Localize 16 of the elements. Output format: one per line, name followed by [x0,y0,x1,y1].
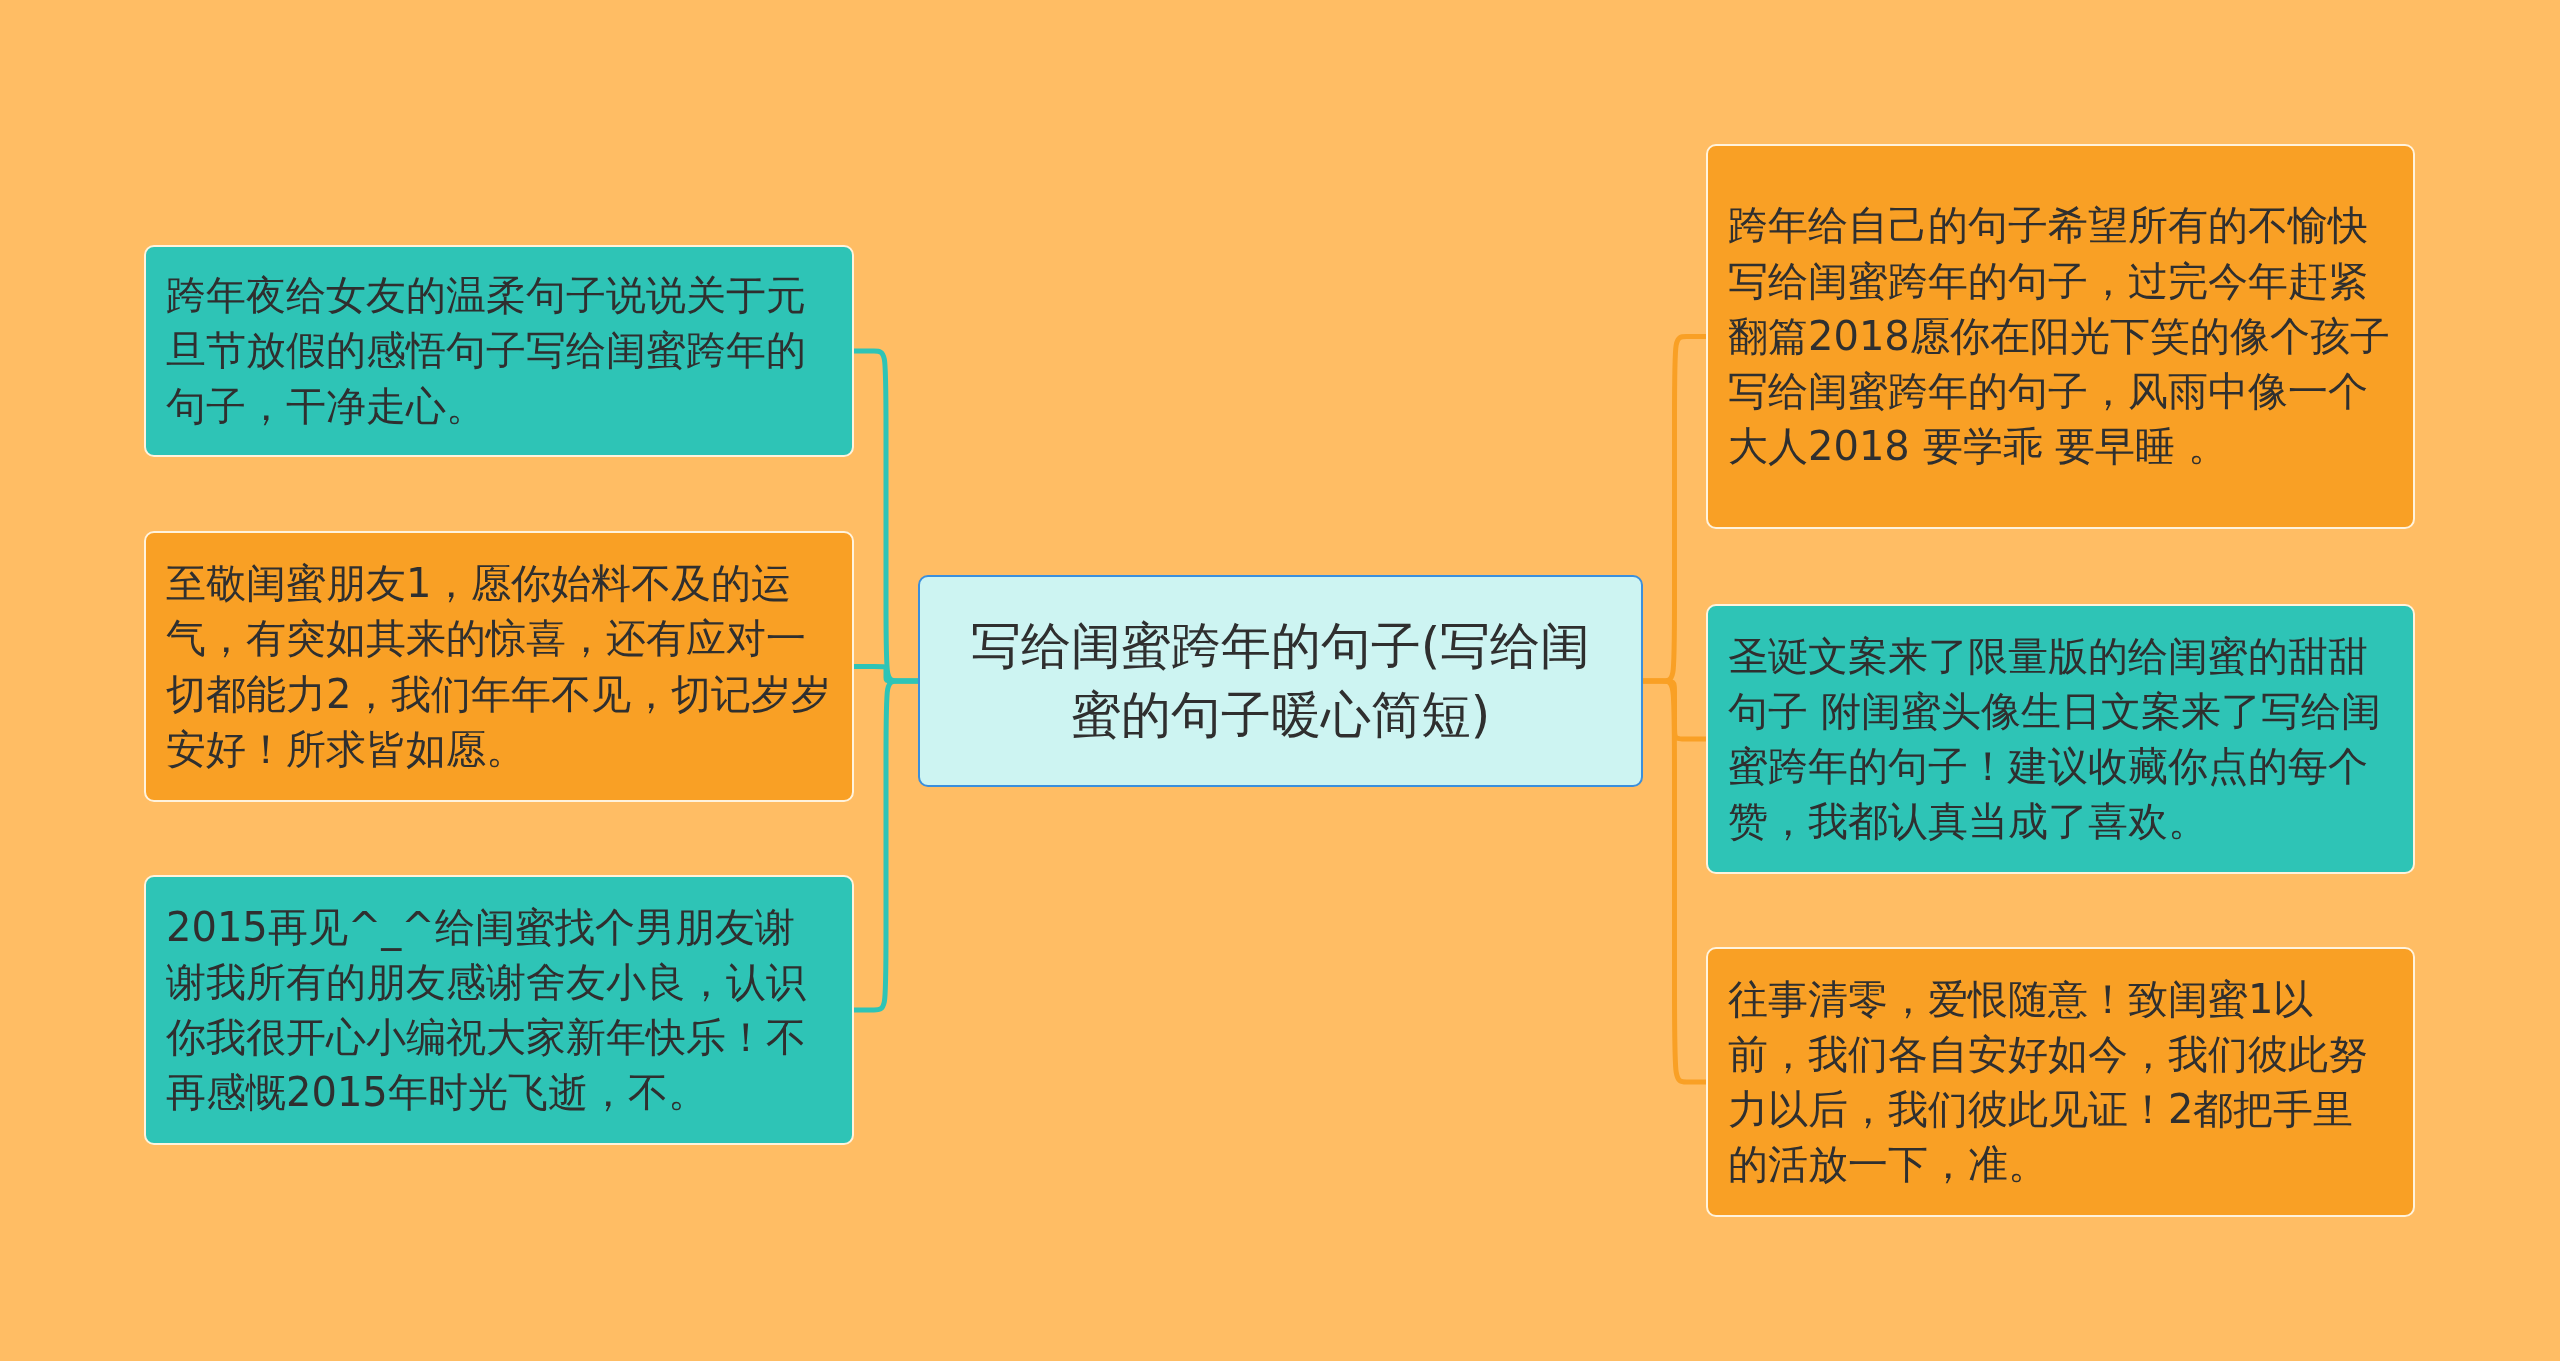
text-box [144,531,854,802]
text-box [1706,604,2415,874]
topic-text: 写给闺蜜跨年的句子(写给闺蜜的句子暖心简短) [969,616,1592,746]
note-text: 跨年给自己的句子希望所有的不愉快写给闺蜜跨年的句子，过完今年赶紧翻篇2018愿你在阳光下笑的像个孩子写给闺蜜跨年的句子，风雨中像一个大人2018 要学乖 要早睡 。 [1728,201,2391,472]
text-box [144,245,854,457]
note-text: 圣诞文案来了限量版的给闺蜜的甜甜句子 附闺蜜头像生日文案来了写给闺蜜跨年的句子！建议收藏你点的每个赞，我都认真当成了喜欢。 [1728,631,2382,847]
topic-box [918,575,1643,787]
text-box [144,875,854,1145]
connector-line [1643,678,1706,1085]
text-box [1706,947,2415,1217]
text-box [1706,144,2415,529]
connector-line [854,678,918,1013]
note-text: 2015再见^_^给闺蜜找个男朋友谢谢我所有的朋友感谢舍友小良，认识你我很开心小编祝大家新年快乐！不再感慨2015年时光飞逝，不。 [166,902,807,1118]
note-text: 往事清零，爱恨随意！致闺蜜1以前，我们各自安好如今，我们彼此努力以后，我们彼此见证！2都把手里的活放一下，准。 [1728,974,2369,1190]
note-text: 至敬闺蜜朋友1，愿你始料不及的运气，有突如其来的惊喜，还有应对一切都能力2，我们年年不见，切记岁岁安好！所求皆如愿。 [166,559,832,774]
note-text: 跨年夜给女友的温柔句子说说关于元旦节放假的感悟句子写给闺蜜跨年的句子，干净走心。 [166,271,807,431]
